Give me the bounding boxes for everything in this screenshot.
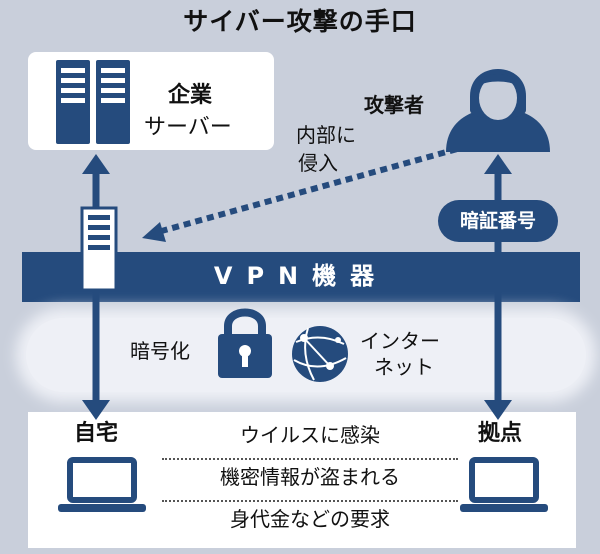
- vpn-device-icon: [80, 206, 118, 292]
- threat-divider: [162, 500, 458, 502]
- threat-divider: [162, 458, 458, 460]
- home-laptop-icon: [58, 457, 146, 512]
- padlock-icon: [218, 308, 272, 378]
- vpn-label: VPN機器: [213, 262, 389, 290]
- intrusion-arrow: [142, 143, 469, 242]
- server-label-company: 企業: [168, 83, 213, 108]
- attacker-icon: [446, 69, 550, 152]
- branch-label: 拠点: [478, 421, 523, 446]
- internet-label-line2: ネット: [374, 355, 434, 379]
- attacker-label: 攻撃者: [364, 93, 424, 117]
- server-label-server: サーバー: [144, 115, 232, 140]
- pin-badge: 暗証番号: [438, 200, 558, 242]
- threat-item-ransom: 身代金などの要求: [230, 507, 390, 531]
- home-label: 自宅: [74, 421, 119, 446]
- devices-box: [28, 412, 576, 548]
- branch-laptop-icon: [460, 457, 548, 512]
- internet-label-line1: インター: [360, 329, 440, 353]
- diagram-title: サイバー攻撃の手口: [183, 7, 417, 36]
- server-rack-icon: [56, 60, 130, 144]
- threat-item-virus: ウイルスに感染: [240, 423, 380, 447]
- globe-icon: [292, 326, 348, 382]
- intrusion-label-line2: 侵入: [298, 151, 338, 175]
- threat-item-data-theft: 機密情報が盗まれる: [220, 465, 400, 489]
- encryption-label: 暗号化: [130, 339, 190, 363]
- intrusion-label-line1: 内部に: [296, 123, 356, 147]
